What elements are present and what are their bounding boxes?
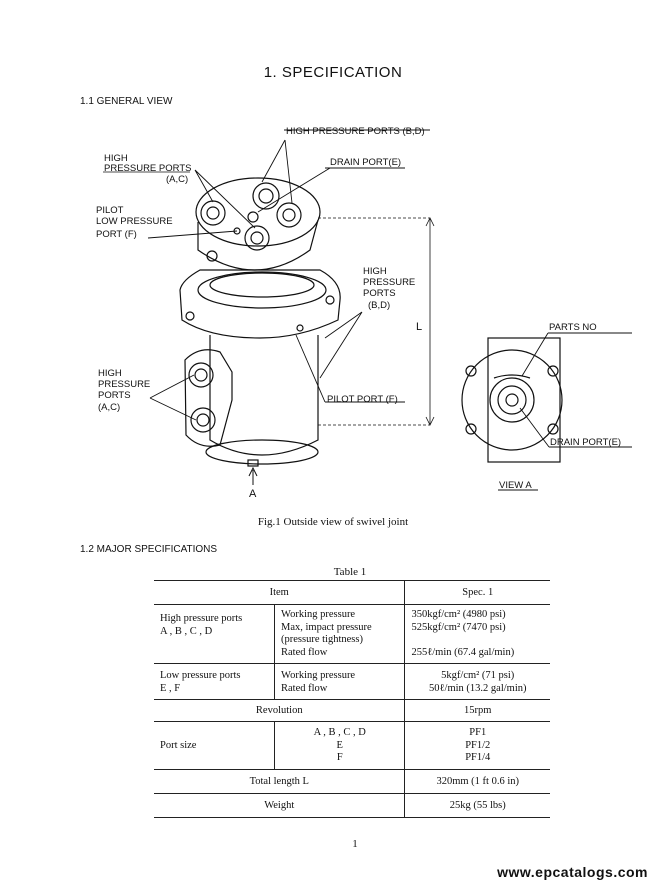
row-spec-revolution: 15rpm bbox=[464, 705, 492, 716]
view-a-box bbox=[487, 337, 561, 463]
label-pilot-1: PILOT bbox=[96, 205, 124, 216]
figure-caption: Fig.1 Outside view of swivel joint bbox=[257, 516, 409, 528]
label-arrow-a: A bbox=[249, 488, 257, 500]
row-label-weight: Weight bbox=[154, 793, 406, 817]
header-spec: Spec. 1 bbox=[462, 587, 494, 598]
swivel-joint-figure: HIGH PRESSURE PORTS (B,D) DRAIN PORT(E) … bbox=[96, 126, 632, 500]
row-items-low-pressure: Working pressure Rated flow bbox=[273, 663, 406, 700]
body-bottom bbox=[205, 439, 319, 465]
label-hp-ac-top-2: PRESSURE PORTS bbox=[104, 163, 191, 174]
port-c bbox=[244, 225, 270, 251]
table-row-low-pressure: Low pressure ports E , F Working pressur… bbox=[154, 663, 550, 700]
arrow-a bbox=[248, 466, 258, 485]
row-items-high-pressure: Working pressure Max, impact pressure (p… bbox=[273, 604, 406, 664]
label-hp-bd-side-2: PRESSURE bbox=[363, 277, 415, 288]
section-heading-general-view: 1.1 GENERAL VIEW bbox=[80, 96, 173, 107]
row-label-low-pressure: Low pressure ports E , F bbox=[160, 670, 241, 694]
label-hp-ac-side-4: (A,C) bbox=[98, 402, 120, 413]
row-specs-port-size: PF1 PF1/2 PF1/4 bbox=[465, 727, 491, 763]
row-specs-low-pressure: 5kgf/cm² (71 psi) 50ℓ/min (13.2 gal/min) bbox=[429, 670, 527, 694]
row-items-port-size: A , B , C , D E F bbox=[273, 721, 406, 769]
label-pilot-2: LOW PRESSURE bbox=[96, 216, 173, 227]
table-title: Table 1 bbox=[333, 566, 367, 578]
table-row-total-length: Total length L 320mm (1 ft 0.6 in) bbox=[154, 769, 550, 793]
label-pilot-3: PORT (F) bbox=[96, 229, 137, 240]
side-port-c bbox=[190, 407, 216, 433]
view-a-outer bbox=[461, 349, 563, 451]
head-top bbox=[195, 177, 321, 247]
row-label-port-size: Port size bbox=[160, 740, 197, 751]
row-spec-total-length: 320mm (1 ft 0.6 in) bbox=[436, 775, 520, 787]
section-heading-major-specifications: 1.2 MAJOR SPECIFICATIONS bbox=[80, 544, 218, 555]
table-row-port-size: Port size A , B , C , D E F PF1 PF1/2 PF… bbox=[154, 721, 550, 769]
label-hp-ac-top-1: HIGH bbox=[104, 153, 128, 164]
page-number: 1 bbox=[352, 838, 358, 850]
table-row-weight: Weight 25kg (55 lbs) bbox=[154, 793, 550, 817]
head-outline bbox=[197, 219, 319, 271]
label-drain-port-view: DRAIN PORT(E) bbox=[550, 437, 621, 448]
flange-ring bbox=[197, 271, 327, 309]
side-block bbox=[184, 349, 233, 447]
label-hp-ac-top-3: (A,C) bbox=[166, 174, 188, 185]
label-hp-ac-side-3: PORTS bbox=[98, 390, 131, 401]
watermark-link[interactable]: www.epcatalogs.com bbox=[497, 864, 648, 880]
table-header-row: Item Spec. 1 bbox=[154, 580, 550, 605]
row-specs-high-pressure: 350kgf/cm² (4980 psi) 525kgf/cm² (7470 p… bbox=[411, 609, 515, 658]
label-hp-bd-side-1: HIGH bbox=[363, 266, 387, 277]
header-item: Item bbox=[154, 580, 406, 605]
spec-table: Item Spec. 1 High pressure ports A , B ,… bbox=[154, 580, 550, 818]
flange-outline bbox=[179, 269, 341, 339]
label-parts-no: PARTS NO bbox=[549, 322, 597, 333]
row-label-high-pressure: High pressure ports A , B , C , D bbox=[160, 613, 243, 637]
row-spec-weight: 25kg (55 lbs) bbox=[449, 799, 506, 811]
side-port-a bbox=[188, 362, 214, 388]
row-label-revolution: Revolution bbox=[154, 699, 406, 722]
row-label-total-length: Total length L bbox=[154, 769, 406, 793]
label-hp-bd-top: HIGH PRESSURE PORTS (B,D) bbox=[286, 126, 425, 137]
table-row-revolution: Revolution 15rpm bbox=[154, 699, 550, 722]
label-view-a: VIEW A bbox=[499, 480, 532, 491]
label-hp-bd-side-4: (B,D) bbox=[368, 300, 390, 311]
port-b bbox=[252, 182, 280, 210]
label-length: L bbox=[416, 321, 422, 333]
page-title: 1. SPECIFICATION bbox=[263, 64, 403, 81]
label-hp-bd-side-3: PORTS bbox=[363, 288, 396, 299]
label-pilot-port: PILOT PORT (F) bbox=[327, 394, 398, 405]
label-drain-port: DRAIN PORT(E) bbox=[330, 157, 401, 168]
port-d bbox=[276, 202, 302, 228]
body-outline bbox=[209, 335, 319, 456]
table-row-high-pressure: High pressure ports A , B , C , D Workin… bbox=[154, 604, 550, 664]
port-e bbox=[247, 211, 259, 223]
label-hp-ac-side-1: HIGH bbox=[98, 368, 122, 379]
label-hp-ac-side-2: PRESSURE bbox=[98, 379, 150, 390]
port-a bbox=[200, 200, 226, 226]
